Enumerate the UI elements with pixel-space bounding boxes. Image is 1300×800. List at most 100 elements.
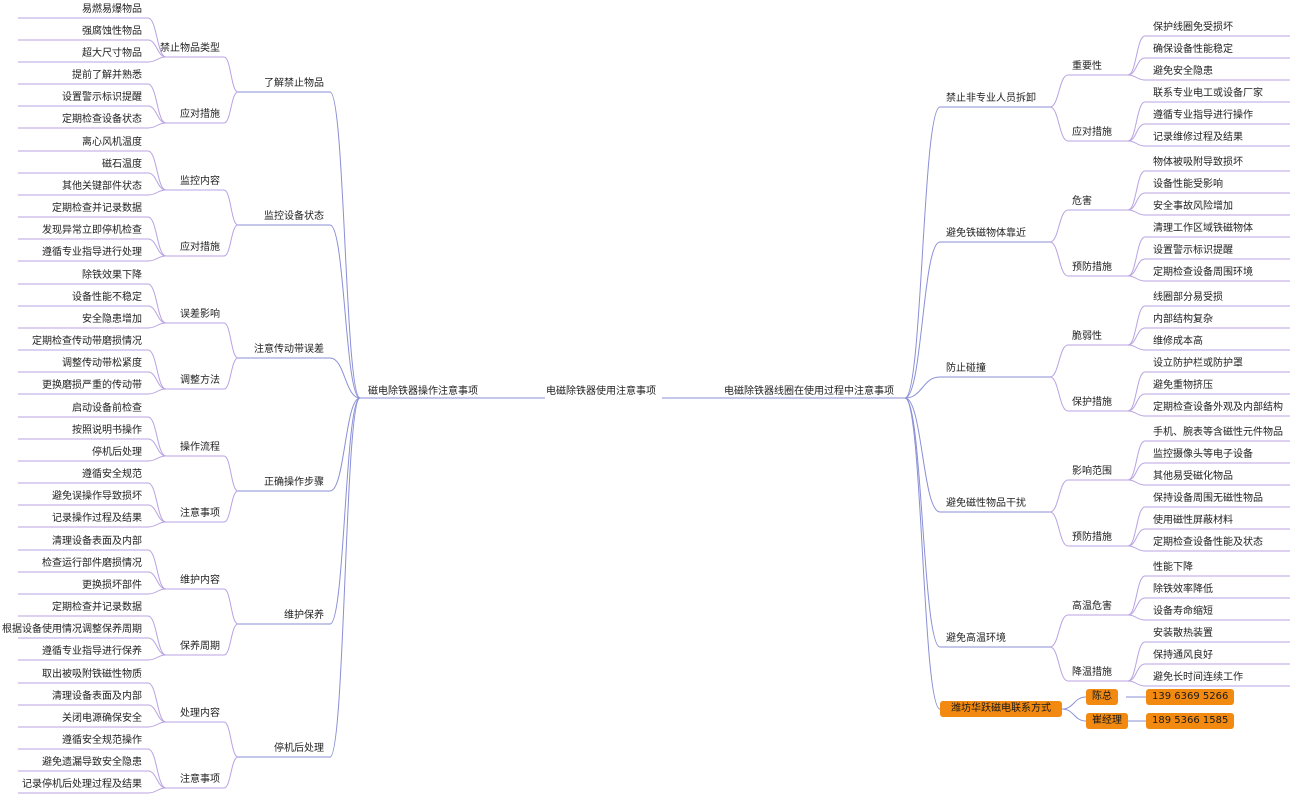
left-leaf-item[interactable]: 设备性能不稳定: [72, 292, 142, 303]
left-leaf-item[interactable]: 清理设备表面及内部: [52, 691, 142, 702]
left-leaf-item[interactable]: 调整传动带松紧度: [62, 358, 142, 369]
left-leaf-item[interactable]: 离心风机温度: [82, 137, 142, 148]
left-leaf-item[interactable]: 除铁效果下降: [82, 270, 142, 281]
right-leaf-item[interactable]: 安装散热装置: [1153, 628, 1213, 639]
left-group-topic[interactable]: 处理内容: [180, 708, 220, 719]
right-leaf-item[interactable]: 性能下降: [1153, 562, 1193, 573]
left-leaf-item[interactable]: 定期检查设备状态: [62, 114, 142, 125]
left-leaf-item[interactable]: 定期检查并记录数据: [52, 203, 142, 214]
left-leaf-item[interactable]: 易燃易爆物品: [82, 4, 142, 15]
left-leaf-item[interactable]: 记录停机后处理过程及结果: [22, 779, 142, 790]
right-leaf-item[interactable]: 安全事故风险增加: [1153, 201, 1233, 212]
left-leaf-item[interactable]: 关闭电源确保安全: [62, 713, 142, 724]
left-leaf-item[interactable]: 遵循安全规范操作: [62, 735, 142, 746]
right-branch-topic[interactable]: 避免铁磁物体靠近: [946, 228, 1026, 239]
right-branch-topic[interactable]: 避免磁性物品干扰: [946, 498, 1026, 509]
contact-title[interactable]: 潍坊华跃磁电联系方式: [940, 701, 1062, 717]
right-leaf-item[interactable]: 线圈部分易受损: [1153, 292, 1223, 303]
right-leaf-item[interactable]: 内部结构复杂: [1153, 314, 1213, 325]
right-leaf-item[interactable]: 维修成本高: [1153, 336, 1203, 347]
left-group-topic[interactable]: 禁止物品类型: [160, 43, 220, 54]
right-group-topic[interactable]: 脆弱性: [1072, 331, 1102, 342]
right-leaf-item[interactable]: 除铁效率降低: [1153, 584, 1213, 595]
contact-phone[interactable]: 189 5366 1585: [1146, 713, 1234, 729]
left-leaf-item[interactable]: 避免遗漏导致安全隐患: [42, 757, 142, 768]
right-leaf-item[interactable]: 定期检查设备外观及内部结构: [1153, 402, 1283, 413]
right-leaf-item[interactable]: 避免安全隐患: [1153, 66, 1213, 77]
contact-name[interactable]: 崔经理: [1086, 713, 1128, 729]
left-leaf-item[interactable]: 遵循安全规范: [82, 469, 142, 480]
left-leaf-item[interactable]: 定期检查传动带磨损情况: [32, 336, 142, 347]
right-leaf-item[interactable]: 联系专业电工或设备厂家: [1153, 88, 1263, 99]
left-main-topic[interactable]: 磁电除铁器操作注意事项: [368, 386, 478, 397]
right-group-topic[interactable]: 预防措施: [1072, 262, 1112, 273]
right-leaf-item[interactable]: 设备寿命缩短: [1153, 606, 1213, 617]
right-group-topic[interactable]: 影响范围: [1072, 466, 1112, 477]
left-leaf-item[interactable]: 更换损坏部件: [82, 580, 142, 591]
left-leaf-item[interactable]: 记录操作过程及结果: [52, 513, 142, 524]
right-leaf-item[interactable]: 记录维修过程及结果: [1153, 132, 1243, 143]
right-group-topic[interactable]: 应对措施: [1072, 127, 1112, 138]
left-leaf-item[interactable]: 清理设备表面及内部: [52, 536, 142, 547]
left-leaf-item[interactable]: 遵循专业指导进行处理: [42, 247, 142, 258]
left-leaf-item[interactable]: 发现异常立即停机检查: [42, 225, 142, 236]
right-group-topic[interactable]: 重要性: [1072, 61, 1102, 72]
left-leaf-item[interactable]: 更换磨损严重的传动带: [42, 380, 142, 391]
left-leaf-item[interactable]: 按照说明书操作: [72, 425, 142, 436]
left-group-topic[interactable]: 保养周期: [180, 641, 220, 652]
contact-phone[interactable]: 139 6369 5266: [1146, 689, 1234, 705]
left-branch-topic[interactable]: 监控设备状态: [264, 211, 324, 222]
right-leaf-item[interactable]: 其他易受磁化物品: [1153, 471, 1233, 482]
right-leaf-item[interactable]: 保护线圈免受损坏: [1153, 22, 1233, 33]
right-branch-topic[interactable]: 防止碰撞: [946, 363, 986, 374]
left-leaf-item[interactable]: 设置警示标识提醒: [62, 92, 142, 103]
right-leaf-item[interactable]: 定期检查设备周围环境: [1153, 267, 1253, 278]
left-leaf-item[interactable]: 根据设备使用情况调整保养周期: [2, 624, 142, 635]
left-leaf-item[interactable]: 安全隐患增加: [82, 314, 142, 325]
right-group-topic[interactable]: 预防措施: [1072, 532, 1112, 543]
left-leaf-item[interactable]: 停机后处理: [92, 447, 142, 458]
left-branch-topic[interactable]: 维护保养: [284, 610, 324, 621]
right-leaf-item[interactable]: 监控摄像头等电子设备: [1153, 449, 1253, 460]
left-leaf-item[interactable]: 提前了解并熟悉: [72, 70, 142, 81]
left-leaf-item[interactable]: 强腐蚀性物品: [82, 26, 142, 37]
right-leaf-item[interactable]: 避免长时间连续工作: [1153, 672, 1243, 683]
left-group-topic[interactable]: 应对措施: [180, 242, 220, 253]
right-leaf-item[interactable]: 清理工作区域铁磁物体: [1153, 223, 1253, 234]
right-leaf-item[interactable]: 使用磁性屏蔽材料: [1153, 515, 1233, 526]
contact-name[interactable]: 陈总: [1086, 689, 1118, 705]
center-topic[interactable]: 电磁除铁器使用注意事项: [546, 386, 656, 397]
right-leaf-item[interactable]: 手机、腕表等含磁性元件物品: [1153, 427, 1283, 438]
left-leaf-item[interactable]: 避免误操作导致损坏: [52, 491, 142, 502]
right-leaf-item[interactable]: 设备性能受影响: [1153, 179, 1223, 190]
left-group-topic[interactable]: 注意事项: [180, 774, 220, 785]
left-group-topic[interactable]: 注意事项: [180, 508, 220, 519]
right-group-topic[interactable]: 降温措施: [1072, 667, 1112, 678]
left-branch-topic[interactable]: 正确操作步骤: [264, 477, 324, 488]
left-leaf-item[interactable]: 检查运行部件磨损情况: [42, 558, 142, 569]
left-leaf-item[interactable]: 超大尺寸物品: [82, 48, 142, 59]
left-branch-topic[interactable]: 了解禁止物品: [264, 78, 324, 89]
right-leaf-item[interactable]: 遵循专业指导进行操作: [1153, 110, 1253, 121]
right-leaf-item[interactable]: 设立防护栏或防护罩: [1153, 358, 1243, 369]
left-group-topic[interactable]: 维护内容: [180, 575, 220, 586]
right-leaf-item[interactable]: 避免重物挤压: [1153, 380, 1213, 391]
left-group-topic[interactable]: 操作流程: [180, 442, 220, 453]
left-group-topic[interactable]: 应对措施: [180, 109, 220, 120]
right-branch-topic[interactable]: 避免高温环境: [946, 633, 1006, 644]
right-group-topic[interactable]: 高温危害: [1072, 601, 1112, 612]
right-leaf-item[interactable]: 确保设备性能稳定: [1153, 44, 1233, 55]
left-branch-topic[interactable]: 注意传动带误差: [254, 344, 324, 355]
left-leaf-item[interactable]: 遵循专业指导进行保养: [42, 646, 142, 657]
right-leaf-item[interactable]: 保持通风良好: [1153, 650, 1213, 661]
left-leaf-item[interactable]: 其他关键部件状态: [62, 181, 142, 192]
left-group-topic[interactable]: 误差影响: [180, 309, 220, 320]
left-leaf-item[interactable]: 磁石温度: [102, 159, 142, 170]
right-leaf-item[interactable]: 保持设备周围无磁性物品: [1153, 493, 1263, 504]
right-leaf-item[interactable]: 设置警示标识提醒: [1153, 245, 1233, 256]
left-group-topic[interactable]: 调整方法: [180, 375, 220, 386]
left-leaf-item[interactable]: 启动设备前检查: [72, 403, 142, 414]
right-main-topic[interactable]: 电磁除铁器线圈在使用过程中注意事项: [724, 386, 894, 397]
right-leaf-item[interactable]: 定期检查设备性能及状态: [1153, 537, 1263, 548]
right-group-topic[interactable]: 保护措施: [1072, 397, 1112, 408]
